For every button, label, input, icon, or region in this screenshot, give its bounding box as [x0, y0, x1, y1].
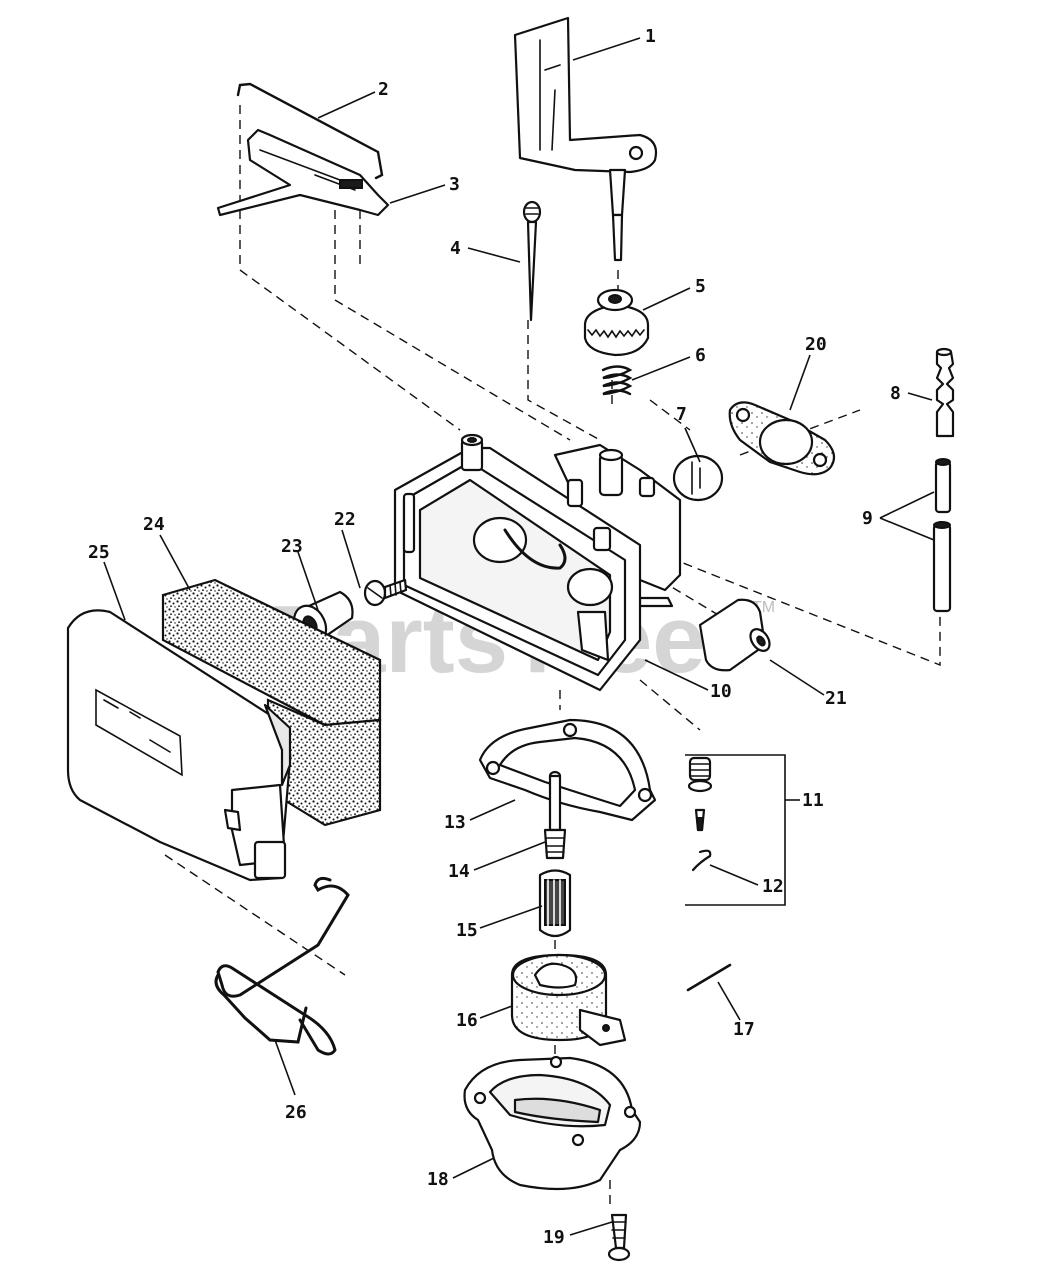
part-17-hinge-pin — [686, 963, 732, 992]
callout-4: 4 — [450, 238, 461, 259]
callout-20: 20 — [805, 334, 827, 355]
callout-22: 22 — [334, 509, 356, 530]
part-12-needle-clip — [691, 849, 712, 872]
part-6-spring — [601, 365, 633, 396]
part-18-float-bowl — [463, 1055, 642, 1191]
part-25-air-cleaner-cover — [66, 609, 292, 882]
part-3-throttle-lever — [216, 128, 390, 217]
callout-9: 9 — [862, 508, 873, 529]
part-5-throttle-gear — [583, 288, 650, 357]
callout-11: 11 — [802, 790, 824, 811]
part-15-filter-screen — [538, 869, 572, 938]
part-26-wire-bail — [214, 876, 350, 1056]
part-9-fuel-tubes — [932, 458, 952, 613]
callout-25: 25 — [88, 542, 110, 563]
callout-19: 19 — [543, 1227, 565, 1248]
callout-7: 7 — [676, 404, 687, 425]
callout-17: 17 — [733, 1019, 755, 1040]
leader-lines — [103, 37, 935, 1236]
part-20-gasket — [728, 401, 836, 476]
callout-numbers: 1 2 3 4 5 6 7 8 9 10 11 12 13 14 15 16 1… — [88, 26, 901, 1248]
part-2-wire-link — [236, 82, 384, 180]
callout-26: 26 — [285, 1102, 307, 1123]
callout-24: 24 — [143, 514, 165, 535]
callout-13: 13 — [444, 812, 466, 833]
callout-3: 3 — [449, 174, 460, 195]
part-8-hose-fitting — [935, 347, 955, 438]
callout-16: 16 — [456, 1010, 478, 1031]
callout-2: 2 — [378, 79, 389, 100]
part-24-foam-air-filter — [161, 578, 382, 827]
callout-8: 8 — [890, 383, 901, 404]
part-7-check-disc — [672, 454, 724, 502]
callout-12: 12 — [762, 876, 784, 897]
callout-10: 10 — [710, 681, 732, 702]
part-21-fuel-tube — [698, 598, 771, 672]
part-14-main-jet — [543, 770, 567, 860]
part-10-carburetor-body — [393, 433, 682, 692]
part-19-bowl-screw — [607, 1213, 631, 1262]
callout-15: 15 — [456, 920, 478, 941]
part-16-float — [510, 953, 627, 1047]
callout-6: 6 — [695, 345, 706, 366]
callout-21: 21 — [825, 688, 847, 709]
part-11-inlet-needle-seat-kit — [685, 754, 786, 906]
callout-14: 14 — [448, 861, 470, 882]
part-1-choke-shaft — [513, 16, 658, 262]
part-22-screw — [363, 578, 408, 607]
callout-1: 1 — [645, 26, 656, 47]
callout-23: 23 — [281, 536, 303, 557]
callout-18: 18 — [427, 1169, 449, 1190]
part-4-needle-valve — [522, 200, 542, 322]
callout-5: 5 — [695, 276, 706, 297]
part-13-bowl-gasket — [478, 718, 657, 822]
